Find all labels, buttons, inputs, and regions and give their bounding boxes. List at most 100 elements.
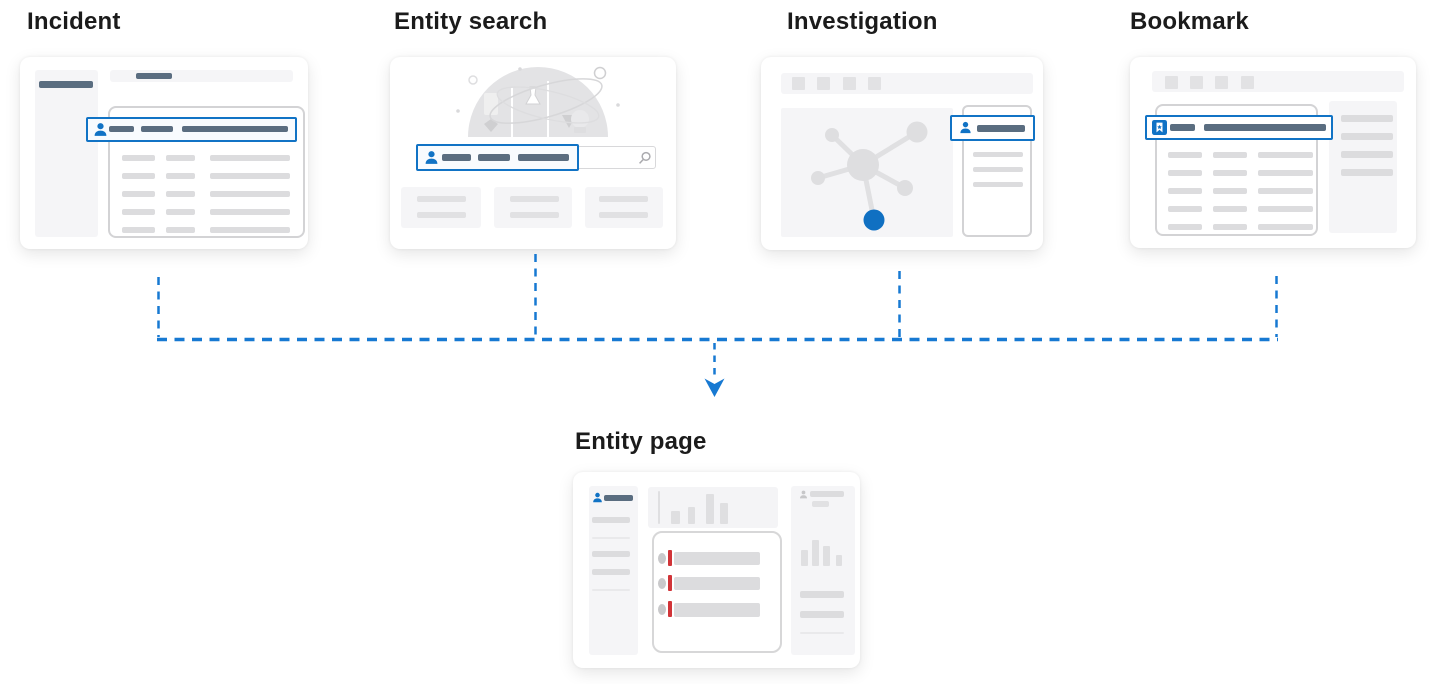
table-cell-bar xyxy=(166,155,195,161)
toolbar-square xyxy=(1190,76,1203,89)
bookmark-toolbar-placeholder xyxy=(1152,71,1404,92)
placeholder-bar xyxy=(592,537,630,539)
placeholder-bar xyxy=(973,167,1023,172)
bookmark-side-panel xyxy=(1329,101,1397,233)
graph-node xyxy=(811,171,825,185)
chart-axis xyxy=(658,491,660,524)
placeholder-bar xyxy=(810,491,844,497)
placeholder-bar xyxy=(1170,124,1195,131)
chart-bar xyxy=(836,555,842,566)
placeholder-bar xyxy=(973,182,1023,187)
placeholder-bar xyxy=(977,125,1025,132)
toolbar-square xyxy=(868,77,881,90)
timeline-item-bar xyxy=(674,603,760,617)
search-magnifier-icon xyxy=(638,151,652,165)
table-cell-bar xyxy=(1168,224,1202,230)
placeholder-bar xyxy=(800,632,844,634)
table-cell-bar xyxy=(166,209,195,215)
placeholder-bar xyxy=(800,591,844,598)
person-icon xyxy=(93,122,108,137)
placeholder-bar xyxy=(182,126,288,132)
entity-page-heading: Entity page xyxy=(575,428,707,455)
timeline-dot xyxy=(658,553,666,564)
table-cell-bar xyxy=(1213,170,1247,176)
graph-node-selected xyxy=(863,209,885,231)
entity-page-card xyxy=(573,472,860,668)
table-cell-bar xyxy=(1168,206,1202,212)
placeholder-bar xyxy=(478,154,510,161)
table-cell-bar xyxy=(1258,170,1313,176)
placeholder-bar xyxy=(442,154,471,161)
chart-bar xyxy=(720,503,728,524)
chart-bar xyxy=(706,494,714,524)
placeholder-bar xyxy=(1341,151,1393,158)
table-cell-bar xyxy=(122,209,155,215)
placeholder-bar xyxy=(973,152,1023,157)
table-cell-bar xyxy=(1168,170,1202,176)
entity-graph xyxy=(781,108,953,237)
placeholder-bar xyxy=(109,126,134,132)
incident-card xyxy=(20,57,308,249)
highlighted-bookmark-row xyxy=(1145,115,1333,140)
chart-bar xyxy=(801,550,808,566)
incident-topbar-placeholder xyxy=(110,70,293,82)
highlighted-entity-row xyxy=(416,144,579,171)
placeholder-bar xyxy=(518,154,569,161)
graph-node xyxy=(897,180,913,196)
bookmark-heading: Bookmark xyxy=(1130,8,1249,35)
alert-marker xyxy=(668,601,672,617)
placeholder-bar xyxy=(141,126,173,132)
placeholder-bar xyxy=(510,212,559,218)
placeholder-bar xyxy=(592,517,630,523)
toolbar-square xyxy=(1215,76,1228,89)
person-icon xyxy=(424,150,439,165)
table-cell-bar xyxy=(1258,188,1313,194)
search-result-card xyxy=(401,187,481,228)
table-cell-bar xyxy=(1258,152,1313,158)
table-cell-bar xyxy=(166,191,195,197)
down-arrow xyxy=(704,378,725,397)
placeholder-bar xyxy=(136,73,172,79)
search-result-card xyxy=(494,187,572,228)
placeholder-bar xyxy=(510,196,559,202)
placeholder-bar xyxy=(417,196,466,202)
chart-bar xyxy=(823,546,830,566)
table-cell-bar xyxy=(1213,152,1247,158)
chart-bar xyxy=(688,507,695,524)
incident-sidebar-panel xyxy=(35,70,98,237)
placeholder-bar xyxy=(1204,124,1326,131)
toolbar-square xyxy=(1241,76,1254,89)
entity-insights-panel xyxy=(791,486,855,655)
graph-node-central xyxy=(847,149,879,181)
placeholder-bar xyxy=(39,81,93,88)
table-cell-bar xyxy=(210,155,290,161)
table-cell-bar xyxy=(166,227,195,233)
placeholder-bar xyxy=(604,495,633,501)
table-cell-bar xyxy=(122,173,155,179)
table-cell-bar xyxy=(210,227,290,233)
investigation-heading: Investigation xyxy=(787,8,938,35)
search-result-card xyxy=(585,187,663,228)
table-cell-bar xyxy=(122,227,155,233)
chart-bar xyxy=(671,511,680,524)
table-cell-bar xyxy=(122,155,155,161)
highlighted-entity-row xyxy=(950,115,1035,141)
person-icon xyxy=(959,121,972,134)
table-cell-bar xyxy=(1168,188,1202,194)
science-lab-illustration xyxy=(450,63,626,141)
placeholder-bar xyxy=(592,589,630,591)
table-cell-bar xyxy=(1168,152,1202,158)
table-cell-bar xyxy=(210,173,290,179)
graph-node xyxy=(825,128,839,142)
placeholder-bar xyxy=(417,212,466,218)
table-cell-bar xyxy=(122,191,155,197)
person-icon xyxy=(592,492,603,503)
placeholder-bar xyxy=(599,212,648,218)
graph-node xyxy=(906,121,928,143)
toolbar-square xyxy=(817,77,830,90)
toolbar-square xyxy=(1165,76,1178,89)
highlighted-entity-row xyxy=(86,117,297,142)
investigation-toolbar-placeholder xyxy=(781,73,1033,94)
timeline-item-bar xyxy=(674,552,760,565)
